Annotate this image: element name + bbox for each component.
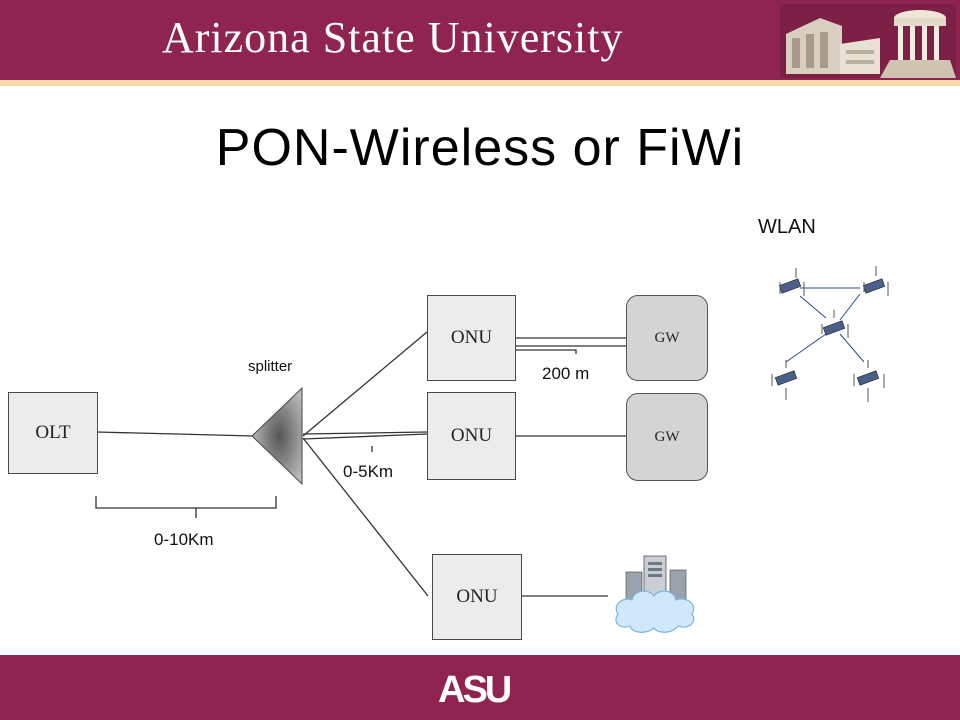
slide-title: PON-Wireless or FiWi (215, 119, 745, 177)
distance-splitter-onu-label: 0-5Km (343, 462, 394, 481)
link-splitter-onu-top (302, 331, 428, 437)
link-splitter-onu-bottom (302, 437, 429, 597)
footer-band (0, 655, 960, 720)
link-splitter-onu-middle-2 (302, 433, 428, 440)
gw-middle-box: GW (626, 393, 708, 481)
gw-top-box: GW (626, 295, 708, 381)
splitter-triangle (251, 386, 303, 486)
distance-onu-gw-label: 200 m (542, 364, 590, 383)
wlan-mesh-icon (771, 266, 889, 402)
link-olt-splitter (95, 431, 255, 437)
campus-building-image (780, 4, 956, 78)
splitter-label: splitter (248, 358, 293, 375)
brace-200m (513, 340, 577, 354)
header-band: Arizona State University (0, 0, 960, 80)
header-gold-rule (0, 80, 960, 86)
svg-text:ASU: ASU (438, 669, 511, 708)
asu-logo: ASU (438, 669, 514, 708)
link-splitter-onu-middle (302, 431, 428, 435)
server-cloud-icon (615, 555, 695, 633)
onu-middle-box: ONU (427, 392, 516, 480)
onu-bottom-box: ONU (432, 554, 522, 640)
olt-box: OLT (8, 392, 98, 474)
brace-0-10km (95, 496, 277, 518)
university-name: Arizona State University (162, 13, 624, 62)
onu-top-box: ONU (427, 295, 516, 381)
wlan-label: WLAN (758, 216, 816, 238)
distance-olt-splitter-label: 0-10Km (154, 530, 214, 549)
